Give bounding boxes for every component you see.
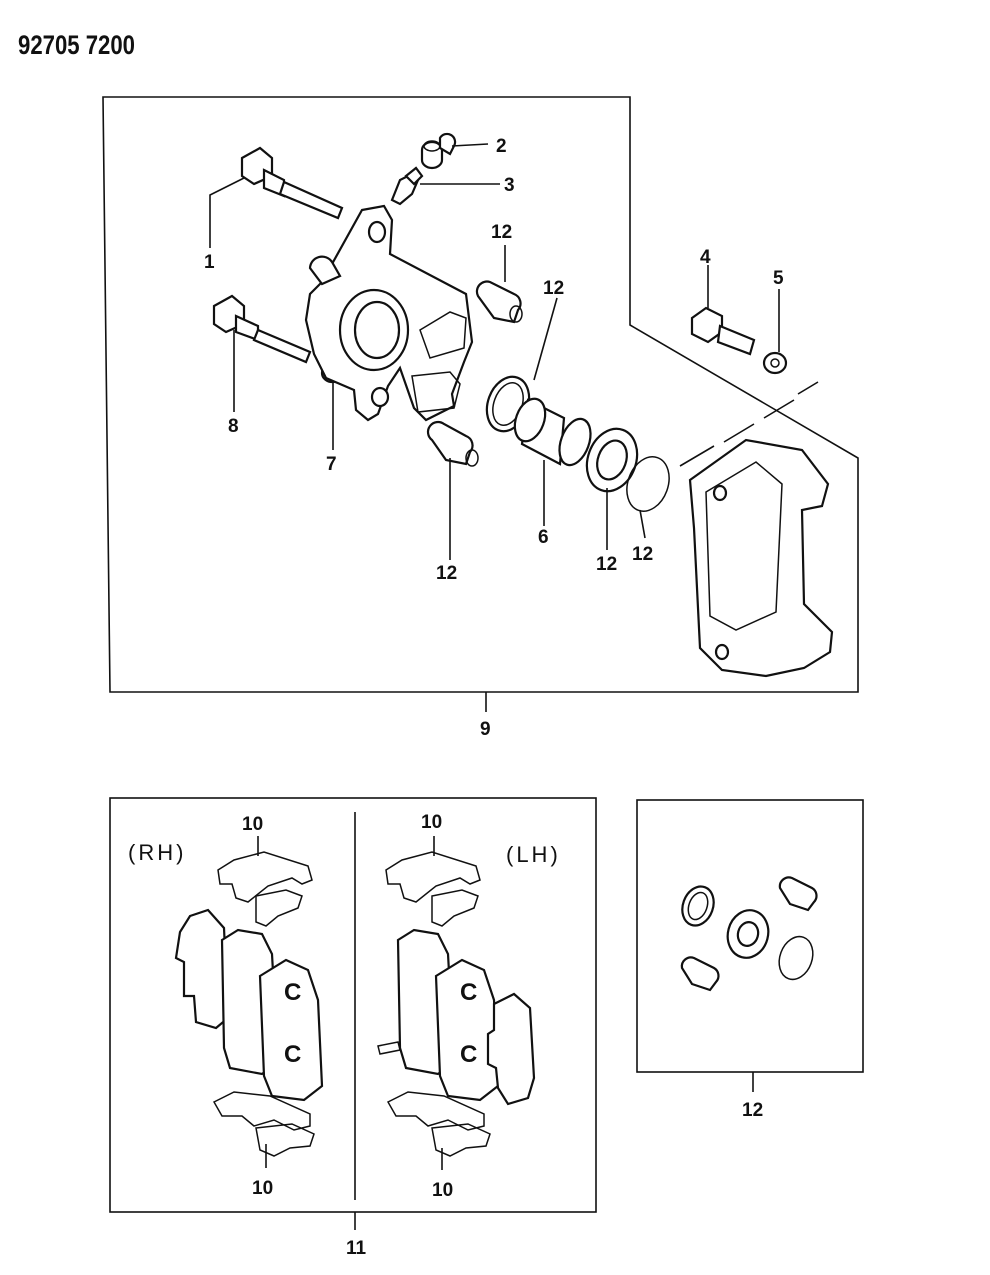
callout-11: 11 xyxy=(346,1238,367,1259)
washer xyxy=(762,351,788,375)
side-label-rh: (RH) xyxy=(128,840,186,865)
bleeder-cap xyxy=(420,132,457,170)
svg-text:C: C xyxy=(284,1041,301,1068)
guide-pin-lower xyxy=(212,294,312,364)
pad-kit-frame xyxy=(109,797,597,1230)
lh-pad-set: C C xyxy=(377,851,536,1157)
caliper-support xyxy=(688,438,834,678)
callout-4: 4 xyxy=(700,247,711,268)
leader-lines-top xyxy=(209,143,780,712)
side-label-lh: (LH) xyxy=(506,842,561,867)
alignment-line xyxy=(679,381,819,467)
callout-3: 3 xyxy=(504,175,515,196)
svg-text:C: C xyxy=(460,1041,477,1068)
callout-12-dust-boot: 12 xyxy=(596,554,617,575)
callout-10-lh-lower: 10 xyxy=(432,1180,453,1201)
callout-9: 9 xyxy=(480,719,491,740)
callout-7: 7 xyxy=(326,454,337,475)
caliper-body xyxy=(304,204,474,422)
callout-12-ring: 12 xyxy=(632,544,653,565)
callout-10-rh-lower: 10 xyxy=(252,1178,273,1199)
piston xyxy=(513,397,592,467)
boot-upper xyxy=(475,280,523,324)
callout-10-lh-upper: 10 xyxy=(421,812,442,833)
rh-pad-set: C C xyxy=(174,851,324,1157)
seal-kit-parts xyxy=(680,876,818,992)
callout-2: 2 xyxy=(496,136,507,157)
callout-8: 8 xyxy=(228,416,239,437)
seal-kit-frame xyxy=(636,799,864,1092)
callout-6: 6 xyxy=(538,527,549,548)
side-labels: (RH) (LH) xyxy=(128,840,561,867)
callout-12-lower-boot: 12 xyxy=(436,563,457,584)
callout-1: 1 xyxy=(204,252,215,273)
callout-12-upper-boot: 12 xyxy=(491,222,512,243)
bleeder-screw xyxy=(390,166,424,206)
guide-pin-upper xyxy=(240,146,344,220)
callout-12-kit: 12 xyxy=(742,1100,763,1121)
document-code: 92705 7200 xyxy=(18,30,135,60)
caliper-assembly-frame xyxy=(102,96,859,693)
boot-lower xyxy=(426,420,479,467)
callout-labels: 1 2 3 4 5 6 7 8 9 12 12 12 12 12 10 10 1… xyxy=(204,136,784,1259)
leader-lines-pads xyxy=(257,836,443,1170)
callout-12-seal: 12 xyxy=(543,278,564,299)
callout-10-rh-upper: 10 xyxy=(242,814,263,835)
support-bolt xyxy=(690,306,756,356)
retaining-ring xyxy=(626,456,670,512)
svg-text:C: C xyxy=(460,979,477,1006)
piston-dust-boot xyxy=(585,427,639,493)
callout-5: 5 xyxy=(773,268,784,289)
svg-text:C: C xyxy=(284,979,301,1006)
